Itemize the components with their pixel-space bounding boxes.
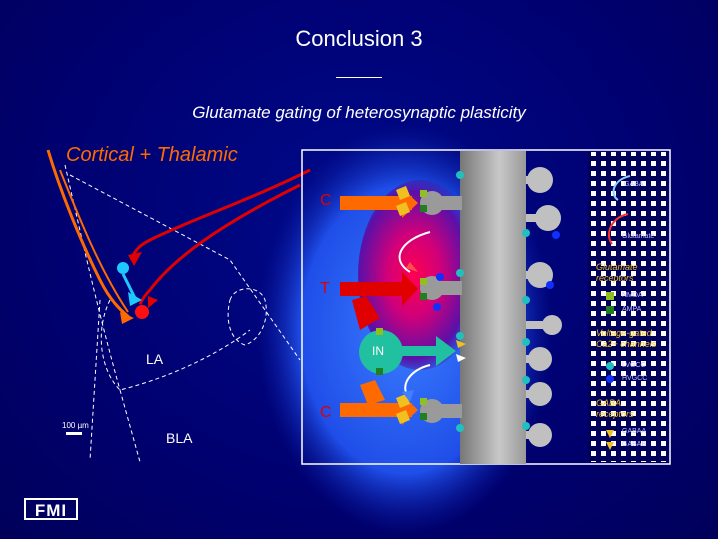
vgcc-markers [433, 171, 560, 432]
slide-subtitle: Glutamate gating of heterosynaptic plast… [192, 103, 526, 122]
circuit-panel [301, 149, 671, 465]
input-c-top-label: C [320, 192, 332, 209]
legend-box [588, 152, 668, 462]
legend-gaba-receptors: GABA receptors [596, 398, 634, 419]
region-bla-label: BLA [166, 430, 193, 446]
fmi-logo: FMI [24, 498, 78, 520]
legend-glutamate: Glutamate [622, 233, 655, 240]
legend-lvgcc: LVGCC [622, 362, 646, 369]
legend-ampa: AMPA [622, 306, 642, 313]
legend-hvgcc: HVGCC [622, 375, 648, 382]
amygdala-schematic [46, 149, 311, 463]
dendrite [460, 151, 526, 464]
slide-title: Conclusion 3 [295, 26, 423, 51]
legend-nmda: NMDA [622, 292, 643, 299]
input-c-bottom-label: C [320, 404, 332, 421]
scale-bar [66, 432, 82, 435]
legend-gaba: GABA [624, 181, 644, 188]
input-t-label: T [320, 280, 330, 297]
interneuron-label: IN [372, 344, 384, 358]
legend-gaba-a: GABAA [622, 428, 647, 435]
legend-gaba-b: GABAB [622, 441, 647, 448]
interneuron [359, 328, 466, 375]
legend-vgcc-header: Voltage-gated Ca2+ channels [596, 328, 657, 349]
legend-glutamate-receptors: Glutamate receptors [596, 262, 638, 283]
scale-bar-label: 100 µm [62, 421, 89, 430]
title-divider [336, 77, 382, 78]
dendritic-spines [526, 167, 562, 447]
region-la-label: LA [146, 351, 164, 367]
inputs-label: Cortical + Thalamic [66, 144, 238, 166]
